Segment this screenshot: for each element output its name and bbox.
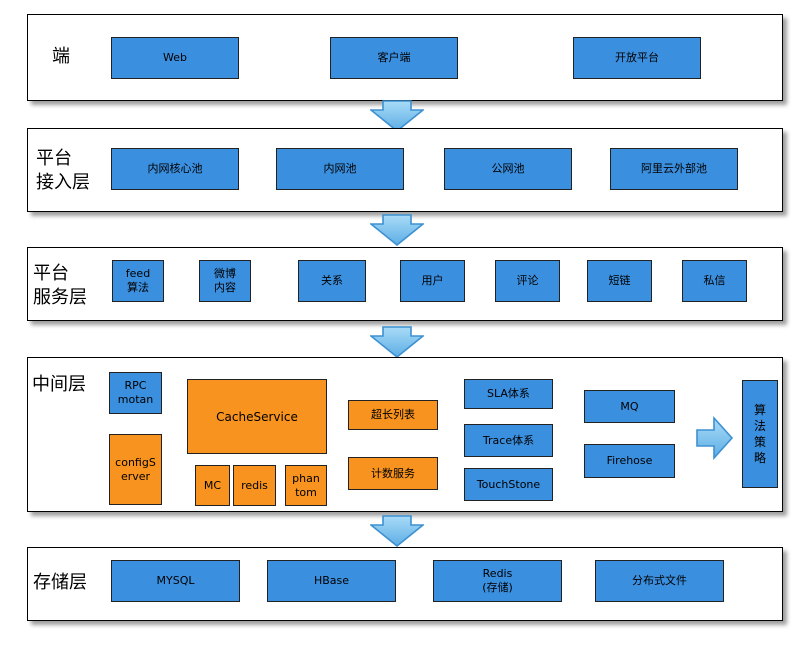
middle-rpc-motan-box: RPC motan — [109, 372, 162, 414]
middle-mq-box: MQ — [584, 390, 675, 423]
access-public-pool-box: 公网池 — [444, 148, 572, 190]
client-app-box: 客户端 — [330, 37, 458, 79]
middle-cacheservice-box: CacheService — [187, 379, 327, 454]
platform-service-layer-title: 平台 服务层 — [33, 263, 87, 308]
service-relation-box: 关系 — [298, 260, 366, 302]
down-arrow-icon — [370, 100, 424, 132]
middle-redis-box: redis — [233, 465, 276, 506]
service-private-message-box: 私信 — [682, 260, 747, 302]
client-layer-title: 端 — [52, 46, 70, 67]
middle-mc-box: MC — [195, 465, 230, 506]
middle-counter-service-box: 计数服务 — [348, 457, 438, 490]
down-arrow-icon — [370, 326, 424, 358]
platform-access-layer-title: 平台 接入层 — [36, 148, 90, 193]
storage-mysql-box: MYSQL — [111, 560, 240, 602]
storage-redis-box: Redis (存储) — [433, 560, 562, 602]
middleware-layer-title: 中间层 — [32, 374, 86, 395]
service-weibo-content-box: 微博 内容 — [199, 260, 251, 302]
access-aliyun-external-pool-box: 阿里云外部池 — [610, 148, 738, 190]
middle-phantom-box: phan tom — [285, 465, 327, 506]
client-open-platform-box: 开放平台 — [573, 37, 701, 79]
platform-access-layer: 平台 接入层 内网核心池 内网池 公网池 阿里云外部池 — [27, 128, 783, 212]
down-arrow-icon — [370, 515, 424, 547]
client-layer: 端 Web 客户端 开放平台 — [27, 14, 783, 101]
service-feed-algo-box: feed 算法 — [112, 260, 164, 302]
platform-service-layer: 平台 服务层 feed 算法 微博 内容 关系 用户 评论 短链 私信 — [27, 247, 783, 321]
service-user-box: 用户 — [400, 260, 465, 302]
storage-layer-title: 存储层 — [33, 572, 87, 593]
storage-layer: 存储层 MYSQL HBase Redis (存储) 分布式文件 — [27, 547, 783, 621]
service-shortlink-box: 短链 — [587, 260, 652, 302]
middle-long-list-box: 超长列表 — [348, 400, 438, 430]
access-internal-pool-box: 内网池 — [276, 148, 404, 190]
storage-hbase-box: HBase — [267, 560, 396, 602]
middle-config-server-box: configS erver — [109, 434, 162, 505]
down-arrow-icon — [370, 214, 424, 246]
right-arrow-icon — [696, 416, 734, 460]
middle-firehose-box: Firehose — [584, 444, 675, 478]
middle-sla-box: SLA体系 — [464, 379, 553, 409]
service-comment-box: 评论 — [495, 260, 560, 302]
access-internal-core-pool-box: 内网核心池 — [111, 148, 239, 190]
storage-distributed-file-box: 分布式文件 — [595, 560, 724, 602]
middle-algorithm-strategy-box: 算 法 策 略 — [742, 380, 778, 488]
middleware-layer: 中间层 RPC motan configS erver CacheService… — [27, 357, 783, 512]
middle-touchstone-box: TouchStone — [464, 468, 553, 501]
client-web-box: Web — [111, 37, 239, 79]
middle-trace-box: Trace体系 — [464, 424, 553, 457]
